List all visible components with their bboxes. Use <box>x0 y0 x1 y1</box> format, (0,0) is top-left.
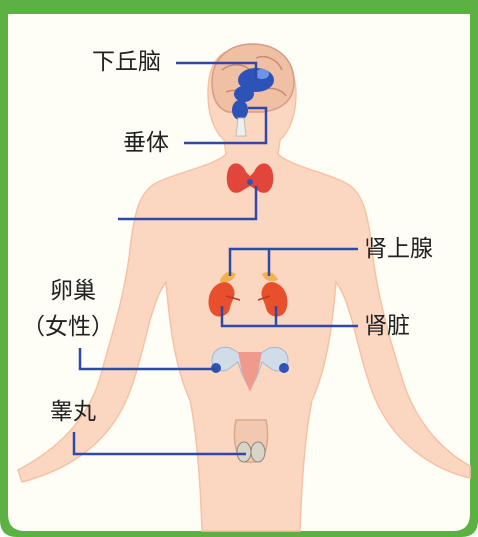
brain-hypothalamus-icon <box>212 44 294 112</box>
label-testis: 睾丸 <box>50 399 96 425</box>
testis-icon <box>234 420 267 462</box>
label-adrenal: 肾上腺 <box>364 236 433 262</box>
label-ovary: 卵巢 <box>50 278 96 304</box>
label-ovary-female: （女性） <box>22 314 114 340</box>
label-pituitary: 垂体 <box>123 130 169 156</box>
label-kidney: 肾脏 <box>364 313 410 339</box>
label-hypothalamus: 下丘脑 <box>92 49 161 75</box>
